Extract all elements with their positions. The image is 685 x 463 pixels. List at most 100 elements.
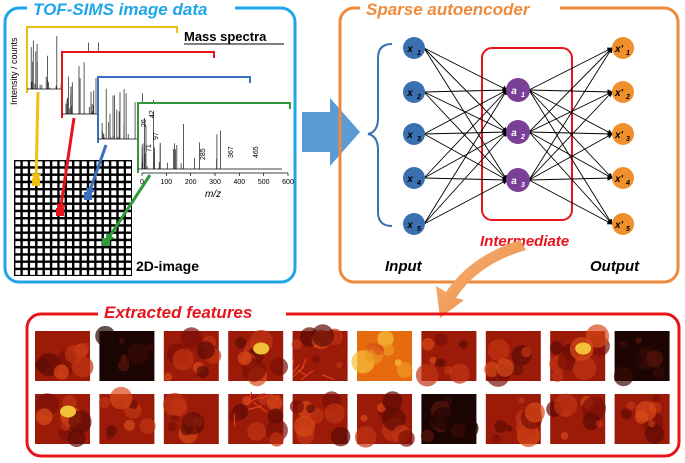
grid-pixel xyxy=(103,175,109,181)
tof-sims-panel: TOF-SIMS image data Intensity / counts M… xyxy=(3,0,297,284)
edge-input-hidden xyxy=(423,129,508,135)
grid-pixel xyxy=(111,197,117,203)
feature-tile-blob xyxy=(109,386,133,410)
feature-tile-blob xyxy=(484,361,500,377)
edge-hidden-output xyxy=(528,91,613,181)
feature-tile-edge xyxy=(300,358,307,370)
feature-tile xyxy=(163,392,219,444)
grid-pixel xyxy=(74,241,80,246)
grid-pixel xyxy=(96,204,102,210)
feature-tile xyxy=(420,394,479,444)
feature-tile-blob xyxy=(247,422,266,441)
grid-pixel xyxy=(30,168,36,174)
grid-pixel xyxy=(44,212,50,217)
feature-tile-blob xyxy=(196,341,215,360)
feature-tile-blob xyxy=(518,397,525,404)
spectrum-card-frame xyxy=(26,26,178,93)
grid-pixel xyxy=(89,219,95,225)
grid-pixel xyxy=(96,270,102,275)
hidden-node-3-label: a xyxy=(511,176,517,187)
connector-3 xyxy=(84,144,108,200)
feature-tile-blob xyxy=(626,401,636,411)
grid-pixel xyxy=(111,204,117,210)
feature-tile-blob xyxy=(289,399,305,414)
feature-tile-blob xyxy=(382,344,395,356)
grid-pixel xyxy=(111,241,117,246)
input-node-5-circle xyxy=(403,213,425,235)
grid-pixel xyxy=(52,262,58,268)
grid-pixel xyxy=(67,183,72,188)
grid-pixel xyxy=(103,270,109,275)
feature-tile xyxy=(613,331,670,387)
feature-tile-edge xyxy=(292,356,294,364)
grid-pixel xyxy=(52,233,58,239)
grid-pixel xyxy=(52,241,58,246)
feature-tile-blob xyxy=(398,430,415,447)
grid-pixel xyxy=(89,270,95,275)
feature-tile-blob xyxy=(306,404,315,414)
feature-tile-blob xyxy=(336,361,343,369)
grid-pixel xyxy=(44,248,50,254)
grid-pixel xyxy=(81,168,87,174)
feature-tile xyxy=(549,324,610,382)
grid-pixel xyxy=(126,175,131,181)
grid-pixel xyxy=(67,190,72,196)
grid-pixel xyxy=(126,212,131,217)
network-edges xyxy=(423,47,613,225)
grid-pixel xyxy=(126,226,131,232)
feature-tile-blob xyxy=(291,339,302,350)
grid-pixel xyxy=(30,212,36,217)
grid-pixel xyxy=(126,183,131,188)
grid-pixel xyxy=(30,270,36,275)
grid-pixel xyxy=(96,168,102,174)
grid-pixel xyxy=(22,168,28,174)
spectrum-card-4 xyxy=(137,102,291,173)
grid-pixel xyxy=(30,255,36,261)
peak-label: 465 xyxy=(253,146,260,158)
grid-pixel xyxy=(96,175,102,181)
input-node-2-label: x xyxy=(406,88,413,99)
grid-pixel xyxy=(59,241,65,246)
grid-pixel xyxy=(96,183,102,188)
grid-pixel xyxy=(74,168,80,174)
grid-pixel xyxy=(22,183,28,188)
grid-pixel xyxy=(30,226,36,232)
grid-pixel xyxy=(22,190,28,196)
grid-pixel xyxy=(81,233,87,239)
grid-pixel xyxy=(81,226,87,232)
feature-tile-edge xyxy=(252,401,268,413)
grid-pixel xyxy=(96,212,102,217)
grid-pixel xyxy=(52,219,58,225)
edge-input-hidden xyxy=(423,47,508,91)
grid-pixel xyxy=(103,161,109,167)
feature-tile-blob xyxy=(237,351,252,366)
grid-pixel xyxy=(22,241,28,246)
grid-pixel xyxy=(81,161,87,167)
feature-tile-blob xyxy=(382,391,403,412)
grid-pixel xyxy=(103,190,109,196)
grid-pixel xyxy=(37,255,43,261)
grid-pixel xyxy=(96,262,102,268)
feature-tile xyxy=(485,394,545,448)
connector-arrowhead xyxy=(56,203,67,212)
feature-tile-blob xyxy=(95,325,116,347)
mz-tick-label: 600 xyxy=(282,179,294,186)
grid-pixel xyxy=(126,241,131,246)
hidden-node-2-circle xyxy=(506,120,530,144)
output-node-4-subscript: 4 xyxy=(625,180,630,187)
output-node-5-label: x' xyxy=(614,220,624,231)
output-node-3-label: x' xyxy=(614,130,624,141)
feature-tile-blob xyxy=(429,356,437,365)
grid-pixel xyxy=(81,262,87,268)
output-node-5-subscript: 5 xyxy=(626,226,630,233)
grid-pixel xyxy=(44,255,50,261)
feature-tile-blob xyxy=(163,372,173,381)
grid-pixel xyxy=(44,233,50,239)
grid-pixel xyxy=(96,219,102,225)
output-node-2-circle xyxy=(612,81,634,103)
grid-pixel xyxy=(22,219,28,225)
feature-tile-blob xyxy=(450,423,466,439)
grid-pixel xyxy=(52,183,58,188)
feature-tile-blob xyxy=(311,324,334,347)
